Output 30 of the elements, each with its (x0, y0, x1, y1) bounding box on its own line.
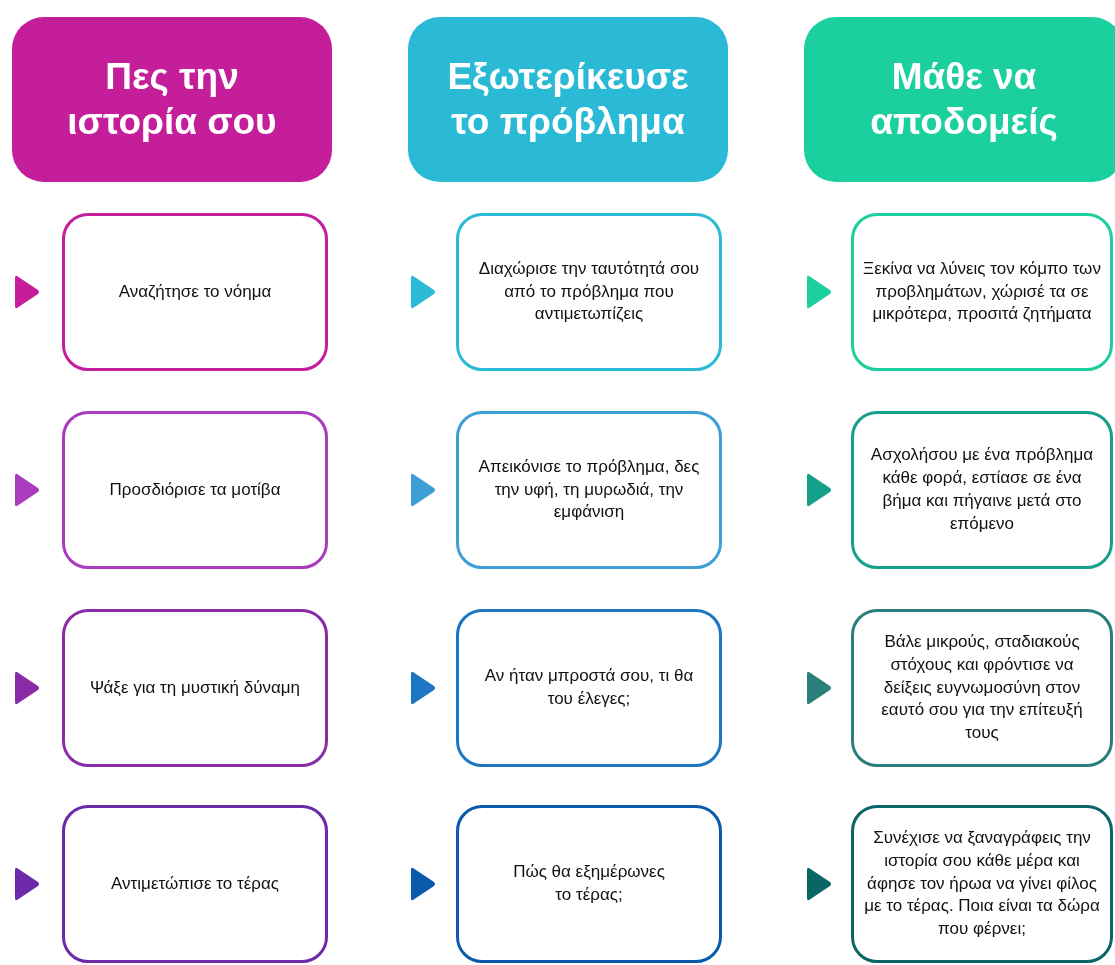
column-heading: Μάθε να αποδομείς (869, 55, 1059, 144)
column-heading: Εξωτερίκευσε το πρόβλημα (446, 55, 690, 144)
step-text: Συνέχισε να ξαναγράφεις την ιστορία σου κάθε μέρα και άφησε τον ήρωα να γίνει φίλος με το τέρας. Ποια είναι τα δώρα που φέρνει; (863, 826, 1101, 941)
heading-banner (12, 17, 332, 182)
step-card (62, 213, 328, 371)
column-heading: Πες την ιστορία σου (66, 55, 278, 144)
step-card (62, 411, 328, 569)
step-card (456, 213, 722, 371)
heading-banner (804, 17, 1115, 182)
step-text: Διαχώρισε την ταυτότητά σου από το πρόβλημα που αντιμετωπίζεις (477, 257, 701, 326)
step-text: Αντιμετώπισε το τέρας (111, 872, 279, 895)
step-card (62, 609, 328, 767)
step-card (851, 805, 1113, 963)
heading-banner (408, 17, 728, 182)
step-text: Προσδιόρισε τα μοτίβα (109, 478, 281, 501)
step-text: Ξεκίνα να λύνεις τον κόμπο των προβλημάτων, χώρισέ τα σε μικρότερα, προσιτά ζητήματα (862, 257, 1102, 326)
step-text: Ασχολήσου με ένα πρόβλημα κάθε φορά, εστίασε σε ένα βήμα και πήγαινε μετά στο επόμενο (869, 444, 1095, 535)
step-text: Βάλε μικρούς, σταδιακούς στόχους και φρόντισε να δείξεις ευγνωμοσύνη στον εαυτό σου για την επίτευξή τους (880, 630, 1084, 745)
step-card (62, 805, 328, 963)
step-text: Αναζήτησε το νόημα (118, 280, 272, 303)
step-text: Πώς θα εξημέρωνες το τέρας; (512, 861, 666, 906)
step-card (456, 805, 722, 963)
step-card (851, 411, 1113, 569)
step-text: Ψάξε για τη μυστική δύναμη (89, 676, 301, 699)
step-text: Απεικόνισε το πρόβλημα, δες την υφή, τη μυρωδιά, την εμφάνιση (477, 455, 701, 524)
step-card (456, 609, 722, 767)
step-card (851, 213, 1113, 371)
step-text: Αν ήταν μπροστά σου, τι θα του έλεγες; (484, 665, 694, 710)
step-card (851, 609, 1113, 767)
step-card (456, 411, 722, 569)
